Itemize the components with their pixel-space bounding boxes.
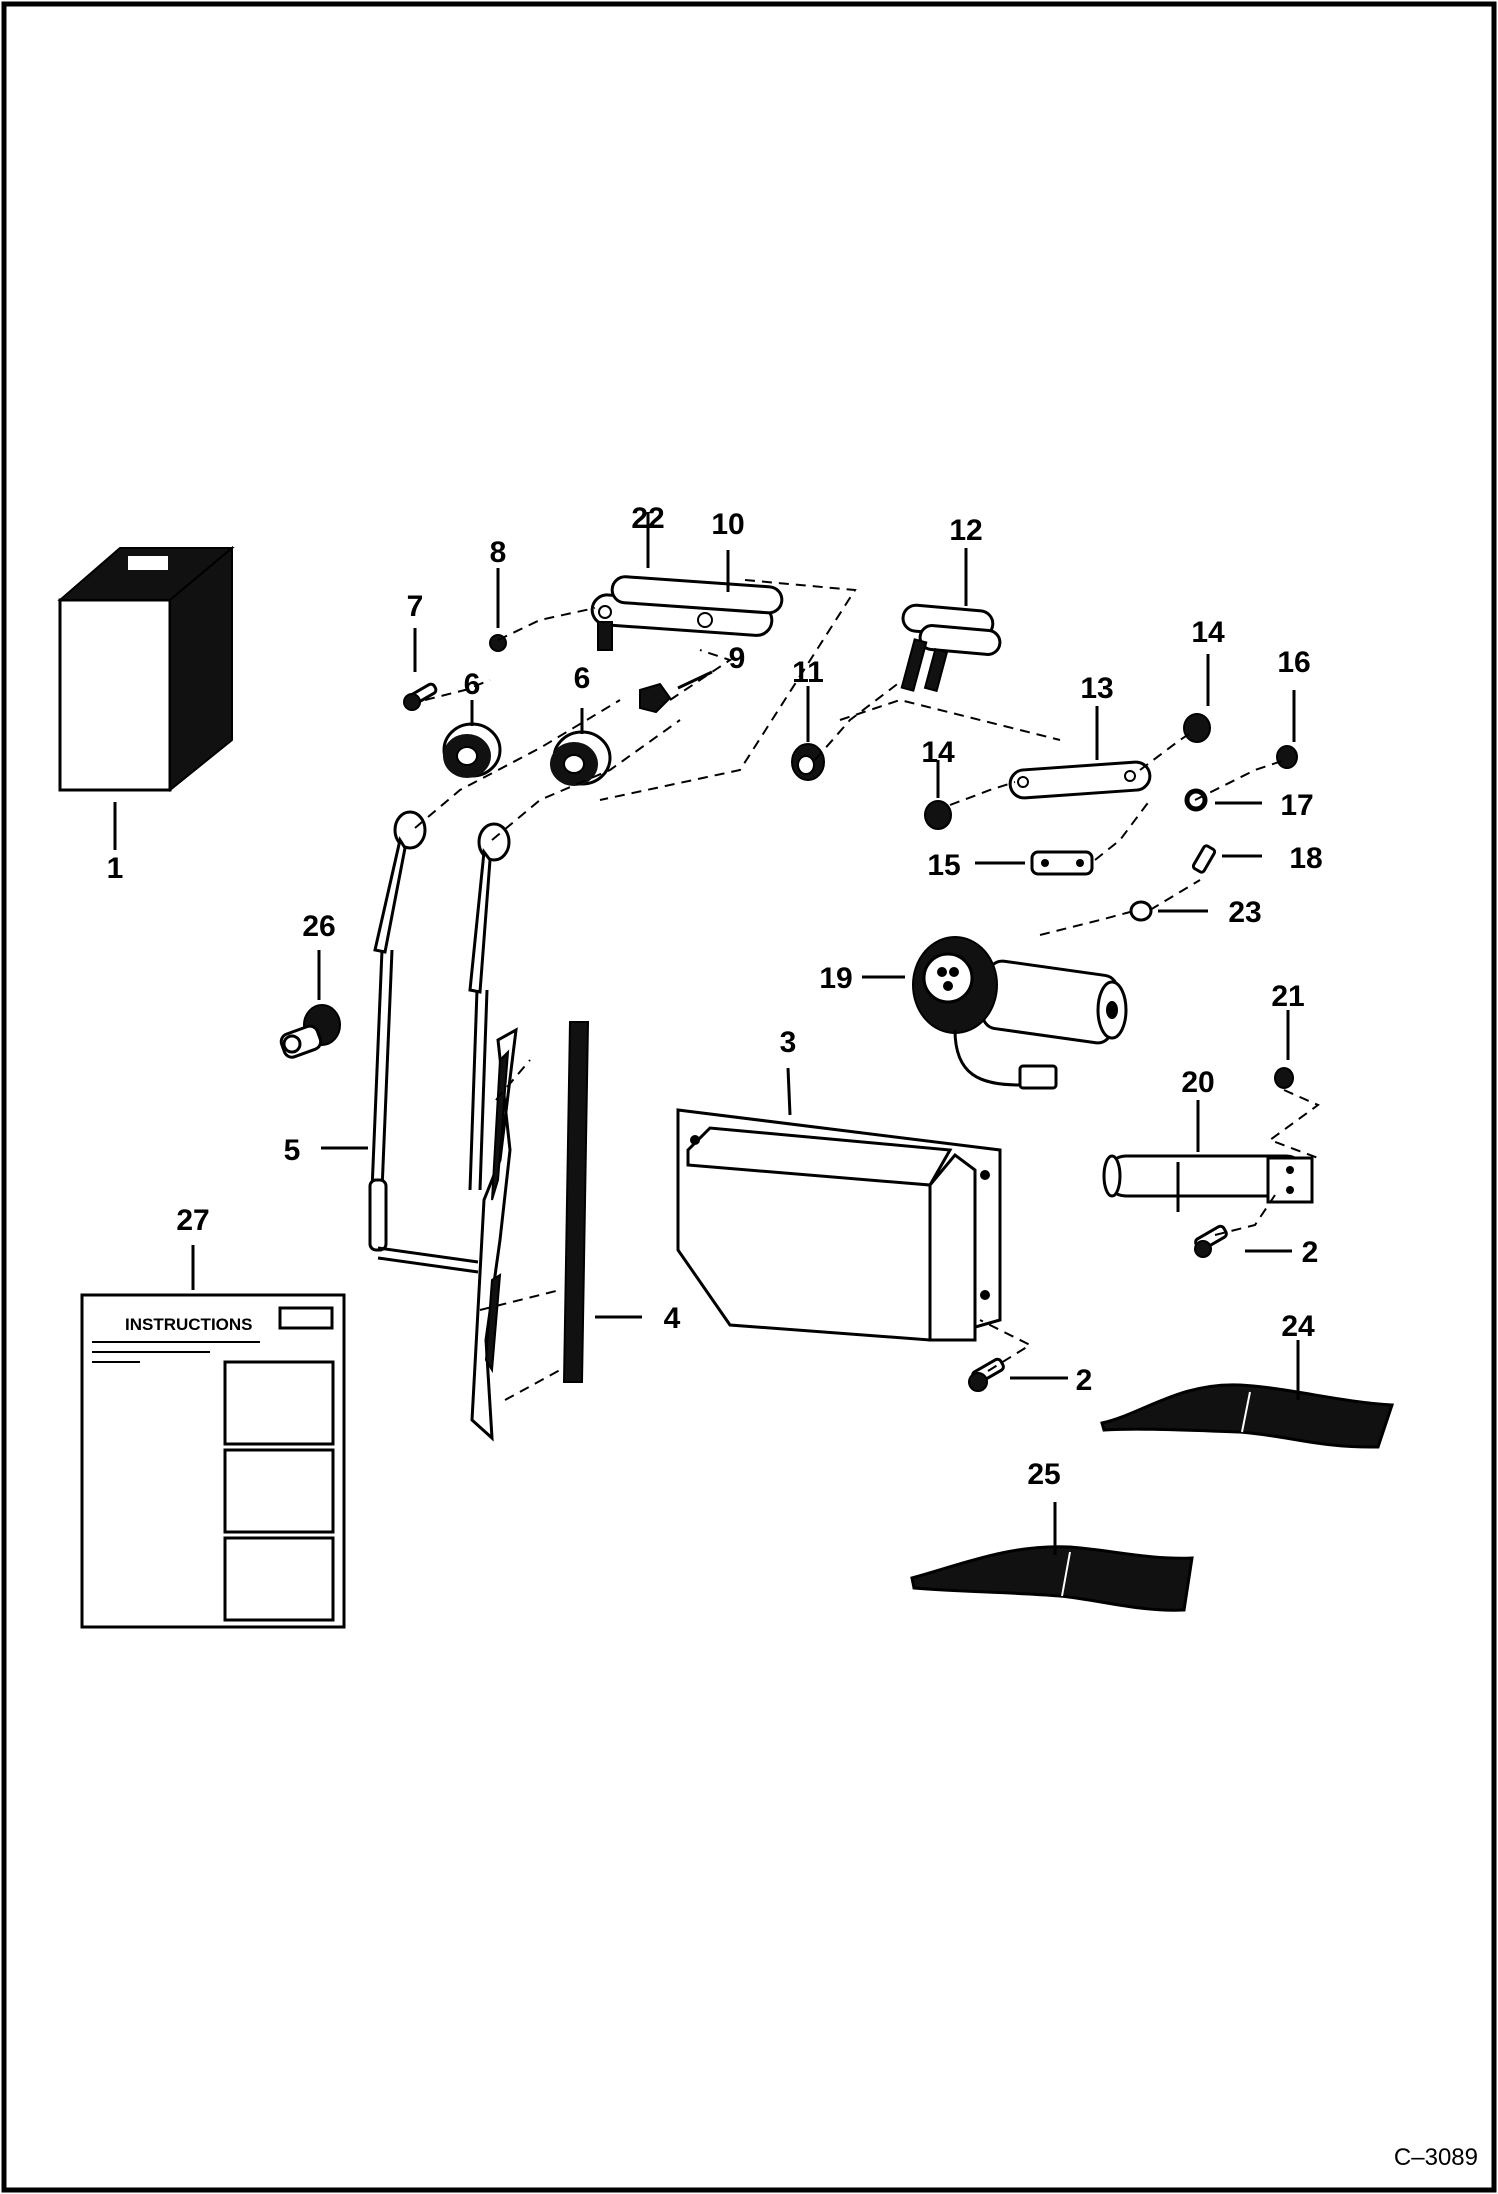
callout-15: 15 xyxy=(927,849,960,882)
callout-26: 26 xyxy=(302,910,335,943)
part-5-wiper-arms xyxy=(368,810,511,1274)
callout-21: 21 xyxy=(1271,980,1304,1013)
part-13-link-bar xyxy=(1008,760,1152,800)
callout-2-upper: 2 xyxy=(1302,1236,1319,1269)
callout-4: 4 xyxy=(664,1302,681,1335)
callout-2-lower: 2 xyxy=(1076,1364,1093,1397)
part-26-switch xyxy=(279,1004,341,1059)
instructions-heading: INSTRUCTIONS xyxy=(125,1315,253,1334)
callout-6-right: 6 xyxy=(574,662,591,695)
callout-7: 7 xyxy=(407,590,424,623)
part-22-link-arm xyxy=(590,575,784,651)
part-24-mat xyxy=(1100,1383,1395,1449)
part-6-gear-right xyxy=(550,730,612,786)
callout-20: 20 xyxy=(1181,1066,1214,1099)
callout-18: 18 xyxy=(1289,842,1322,875)
callout-16: 16 xyxy=(1277,646,1310,679)
callout-1: 1 xyxy=(107,852,124,885)
wiper-blades xyxy=(470,1027,518,1442)
drawing-code: C–3089 xyxy=(1394,2144,1478,2171)
callout-27: 27 xyxy=(176,1204,209,1237)
callout-8: 8 xyxy=(490,536,507,569)
callout-19: 19 xyxy=(819,962,852,995)
part-25-mat xyxy=(910,1545,1194,1612)
part-27-instruction-sheet: INSTRUCTIONS xyxy=(80,1293,346,1629)
callout-17: 17 xyxy=(1280,789,1313,822)
part-6-gear-left xyxy=(442,722,502,778)
part-1-box xyxy=(57,545,235,793)
callout-14-lower: 14 xyxy=(921,736,955,769)
assembly-lines xyxy=(414,579,1320,1401)
callout-3: 3 xyxy=(780,1026,797,1059)
callouts: 1 2 2 3 4 5 6 6 7 8 9 10 11 12 13 14 14 … xyxy=(107,502,1323,1491)
part-19-wiper-motor xyxy=(912,936,1128,1090)
callout-22: 22 xyxy=(631,502,664,535)
part-20-bracket xyxy=(1102,1154,1314,1204)
callout-12: 12 xyxy=(949,514,982,547)
part-4-blade-insert xyxy=(562,1021,590,1383)
part-12-pivot-arm xyxy=(900,603,1002,693)
callout-23: 23 xyxy=(1228,896,1261,929)
callout-24: 24 xyxy=(1281,1310,1315,1343)
callout-13: 13 xyxy=(1080,672,1113,705)
part-3-housing xyxy=(676,1108,1002,1342)
callout-14-upper: 14 xyxy=(1191,616,1225,649)
leader-lines xyxy=(113,512,1300,1555)
callout-6-left: 6 xyxy=(464,668,481,701)
callout-10: 10 xyxy=(711,508,744,541)
callout-11: 11 xyxy=(792,656,824,689)
callout-9: 9 xyxy=(729,642,746,675)
callout-5: 5 xyxy=(284,1134,301,1167)
callout-25: 25 xyxy=(1027,1458,1060,1491)
